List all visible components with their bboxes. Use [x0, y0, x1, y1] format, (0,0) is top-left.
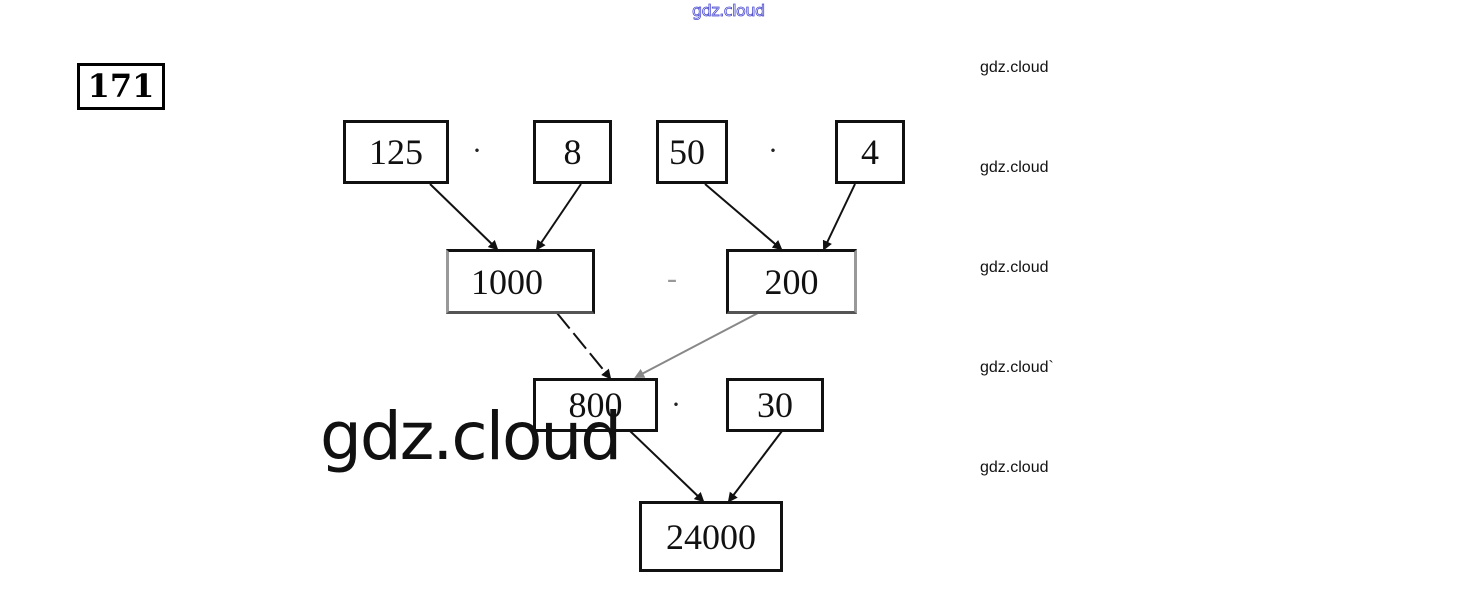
arrow-125-to-1000 [429, 183, 499, 251]
operator-multiply-3: · [671, 388, 681, 421]
watermark-side-2: gdz.cloud [980, 159, 1049, 176]
watermark-side-1: gdz.cloud [980, 59, 1049, 76]
watermark-big: gdz.cloud [320, 398, 622, 475]
arrow-200-to-800 [634, 312, 759, 378]
watermark-side-3: gdz.cloud [980, 259, 1049, 276]
operator-multiply-2: · [768, 134, 778, 167]
watermark-top: gdz.cloud [692, 1, 766, 21]
arrow-1000-to-800 [556, 312, 612, 380]
arrow-800-to-24000 [629, 430, 705, 503]
box-125: 125 [343, 120, 449, 184]
operator-multiply-1: · [472, 134, 482, 167]
arrow-30-to-24000 [727, 430, 783, 503]
box-1000: 1000 [446, 249, 595, 314]
box-30: 30 [726, 378, 824, 432]
box-800: 800 [533, 378, 658, 432]
watermark-side-5: gdz.cloud [980, 459, 1049, 476]
task-number: 171 [77, 63, 165, 110]
arrow-8-to-1000 [535, 183, 582, 251]
box-result-24000: 24000 [639, 501, 783, 572]
box-4: 4 [835, 120, 905, 184]
box-50: 50 [656, 120, 728, 184]
operator-minus: - [667, 262, 677, 295]
box-8: 8 [533, 120, 612, 184]
arrow-4-to-200 [822, 183, 856, 251]
box-200: 200 [726, 249, 857, 314]
arrow-50-to-200 [704, 183, 783, 251]
watermark-side-4: gdz.cloud` [980, 359, 1054, 376]
